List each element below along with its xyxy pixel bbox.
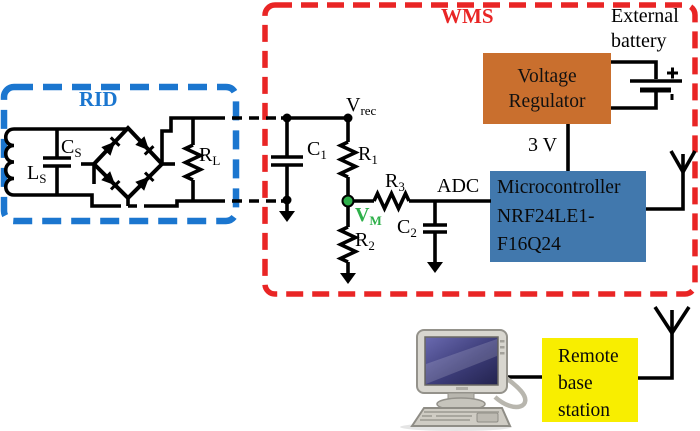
resistor-r1-label: R1: [358, 143, 378, 168]
ground-c1-icon: [279, 211, 295, 222]
voltage-regulator-label-line2: Regulator: [508, 90, 586, 112]
capacitor-c2-label: C2: [397, 216, 417, 241]
wires: [3, 60, 697, 380]
adc-label: ADC: [437, 175, 480, 197]
ground-c2-icon: [427, 262, 443, 273]
diode-lower-right: [135, 171, 155, 191]
node-c1-top: [282, 113, 292, 123]
capacitor-c1-label: C1: [307, 138, 327, 163]
capacitor-c2: [423, 201, 447, 262]
diode-bridge-diamond: [91, 125, 165, 201]
external-battery-label: External battery: [611, 5, 679, 52]
node-vm-green: [341, 194, 355, 208]
wms-antenna-icon: [646, 150, 697, 211]
rid-return-solid: [145, 199, 215, 208]
voltage-regulator-box: Voltage Regulator: [483, 53, 611, 124]
diode-lower-left: [101, 171, 121, 191]
resistor-r3-label: R3: [385, 170, 405, 195]
computer-cable: [493, 375, 528, 410]
microcontroller-box: Microcontroller NRF24LE1- F16Q24: [490, 171, 646, 262]
microcontroller-label-line2: NRF24LE1-: [497, 205, 595, 227]
computer-icon: [400, 329, 528, 431]
node-c1-bottom: [282, 195, 292, 205]
diode-upper-left: [101, 136, 121, 156]
resistor-rl: [181, 118, 205, 201]
capacitor-cs: [43, 129, 71, 195]
capacitor-c1: [271, 118, 303, 211]
bridge-output-riser: [160, 116, 215, 164]
capacitor-cs-label: CS: [61, 136, 82, 161]
station-label-line1: Remote: [558, 346, 619, 367]
bridge-diodes: [101, 136, 155, 191]
rid-title: RID: [79, 87, 118, 111]
resistor-rl-label: RL: [199, 144, 221, 169]
resistor-r2: [336, 201, 360, 273]
battery-icon: [611, 60, 682, 110]
node-vrec: [343, 113, 353, 123]
remote-base-station-box: Remote base station: [542, 338, 638, 422]
ground-symbols: [279, 211, 443, 284]
supply-3v-label: 3 V: [528, 134, 558, 156]
voltage-regulator-label-line1: Voltage: [517, 65, 577, 87]
resistor-r2-label: R2: [355, 229, 375, 254]
vm-label: VM: [355, 204, 382, 229]
rid-bottom-rail: [14, 193, 112, 208]
station-label-line3: station: [558, 400, 610, 421]
wms-title: WMS: [441, 4, 494, 28]
inductor-ls-label: LS: [27, 162, 47, 187]
monitor-screen: [424, 336, 499, 386]
microcontroller-label-line1: Microcontroller: [497, 177, 621, 198]
ground-r2-icon: [340, 273, 356, 284]
wms-dashed-border: [262, 2, 698, 297]
resistor-r1: [336, 118, 360, 201]
inductor-ls-coil: [3, 127, 15, 197]
microcontroller-label-line3: F16Q24: [497, 234, 561, 255]
vrec-label: Vrec: [346, 94, 377, 119]
station-label-line2: base: [558, 373, 593, 394]
base-station-antenna-icon: [638, 306, 691, 380]
diode-upper-right: [135, 136, 155, 156]
